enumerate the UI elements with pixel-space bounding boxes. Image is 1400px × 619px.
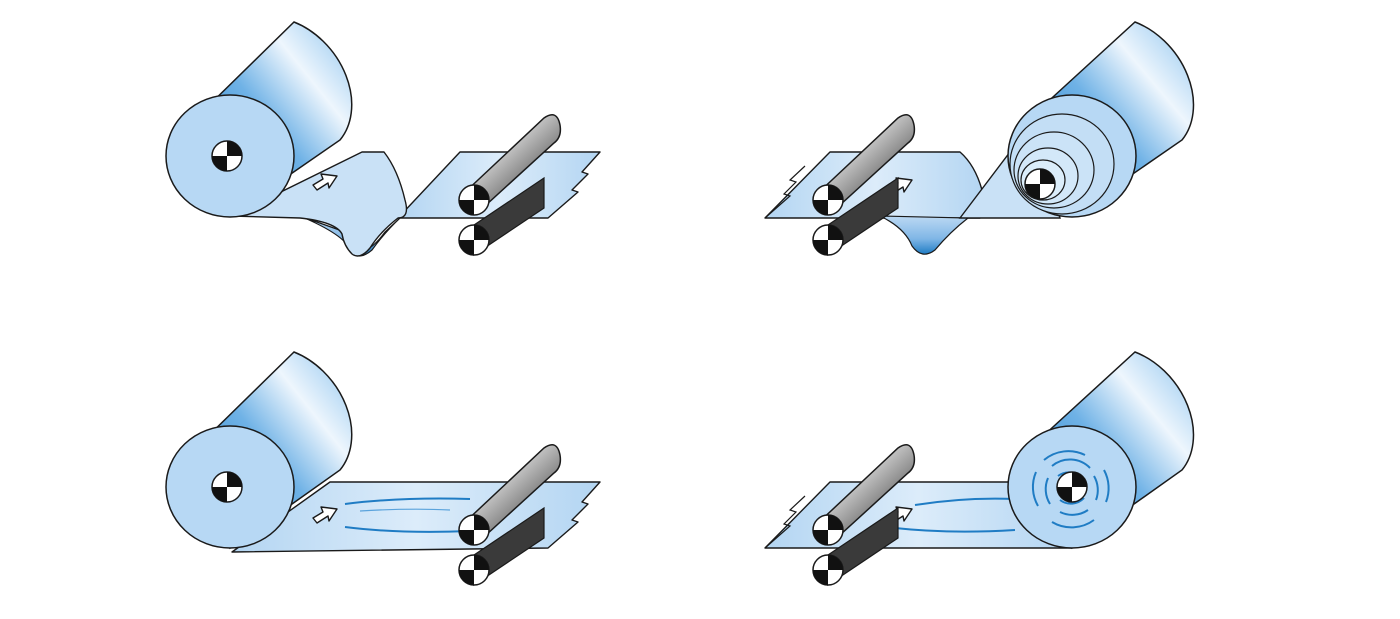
panel-unwind-sag bbox=[165, 21, 601, 257]
panel-unwind-wrinkles bbox=[165, 351, 601, 585]
center-marker-icon bbox=[211, 140, 243, 172]
center-marker-icon bbox=[211, 471, 243, 503]
panel-rewind-wrinkled bbox=[764, 351, 1195, 585]
center-marker-icon bbox=[1024, 168, 1056, 200]
center-marker-icon bbox=[1056, 471, 1088, 503]
panel-rewind-telescoped bbox=[764, 21, 1195, 255]
